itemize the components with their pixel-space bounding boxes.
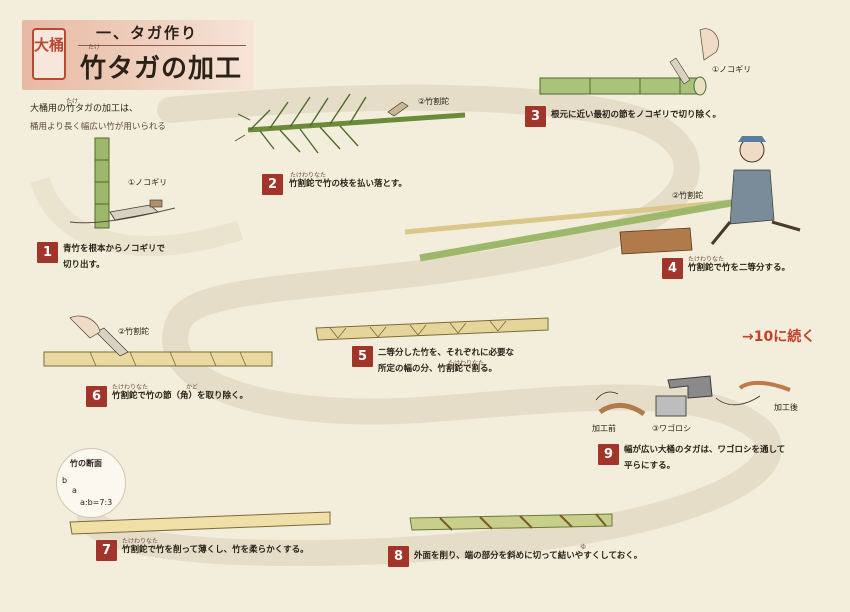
step7-number: 7 [96, 540, 117, 561]
step5-caption-line-2: 所定の幅の分、竹割鉈で割る。 [378, 364, 498, 374]
step6-ruby-2: かど [186, 384, 199, 391]
continue-link[interactable]: →10に続く [742, 329, 816, 345]
step9-caption-line-1: 幅が広い大桶のタガは、ワゴロシを通して [624, 445, 786, 455]
intro-text: 大桶用の竹タガの加工は、 桶用より長く幅広い竹が用いられる [30, 100, 166, 136]
step8-caption: 外面を削り、端の部分を斜めに切って結いやすくしておく。 [414, 551, 643, 561]
page-title: 竹タガの加工 [80, 54, 243, 84]
step7-ruby: たけわりなた [122, 538, 159, 545]
title-ruby: たけ [88, 44, 101, 51]
cross-section-title: 竹の断面 [70, 459, 102, 468]
step1-number: 1 [37, 242, 58, 263]
step4-number: 4 [662, 258, 683, 279]
step5-strip-drawing [315, 317, 549, 341]
step6-tool-label: ②竹割鉈 [118, 327, 150, 336]
intro-ruby: たけ [66, 98, 79, 105]
step2-bamboo-drawing [234, 93, 466, 154]
step6-caption: 竹割鉈で竹の節（角）を取り除く。 [112, 391, 249, 401]
intro-line-2: 桶用より長く幅広い竹が用いられる [30, 122, 166, 132]
title-rule [78, 45, 246, 46]
title-seal: 大桶 [32, 28, 66, 80]
step2-ruby: たけわりなた [290, 172, 327, 179]
step6-number: 6 [86, 386, 107, 407]
step9-number: 9 [598, 444, 619, 465]
step1-caption-line-2: 切り出す。 [63, 260, 105, 270]
step9-caption-line-2: 平らにする。 [624, 461, 676, 471]
step6-ruby: たけわりなた [112, 384, 149, 391]
step6-strip-drawing [43, 315, 273, 367]
step7-strip-drawing [69, 511, 331, 535]
step8-ruby: ゆ [580, 544, 587, 551]
step4-bamboo-drawing [404, 136, 801, 262]
step2-number: 2 [262, 174, 283, 195]
step1-tool-label: ①ノコギリ [128, 178, 168, 187]
step8-number: 8 [388, 546, 409, 567]
intro-line-1: 大桶用の竹タガの加工は、 [30, 104, 139, 114]
step3-tool-label: ①ノコギリ [712, 65, 752, 74]
step9-caption: 幅が広い大桶のタガは、ワゴロシを通して 平らにする。 [624, 442, 785, 474]
title-subtitle: 一、タガ作り [96, 24, 199, 42]
step4-caption: 竹割鉈で竹を二等分する。 [688, 263, 791, 273]
step2-caption: 竹割鉈で竹の枝を払い落とす。 [289, 179, 407, 189]
step9-before-label: 加工前 [592, 424, 616, 433]
step5-caption: 二等分した竹を、それぞれに必要な 所定の幅の分、竹割鉈で割る。 [378, 345, 514, 377]
step3-caption: 根元に近い最初の節をノコギリで切り除く。 [551, 110, 722, 120]
step9-tool-label: ③ワゴロシ [652, 424, 692, 433]
step2-tool-label: ②竹割鉈 [418, 97, 450, 106]
step3-bamboo-drawing [539, 28, 719, 96]
step7-caption: 竹割鉈で竹を削って薄くし、竹を柔らかくする。 [122, 545, 309, 555]
cross-section-ratio: a:b=7:3 [80, 498, 113, 507]
step4-ruby: たけわりなた [688, 256, 725, 263]
cross-section-a: a [72, 486, 77, 495]
cross-section-inset [56, 448, 126, 518]
step1-caption-line-1: 青竹を根本からノコギリで [63, 244, 166, 254]
step1-caption: 青竹を根本からノコギリで 切り出す。 [63, 241, 165, 273]
step5-ruby: たけわりなた [448, 360, 485, 367]
step5-caption-line-1: 二等分した竹を、それぞれに必要な [378, 348, 515, 358]
step5-number: 5 [352, 346, 373, 367]
cross-section-b: b [62, 476, 68, 485]
step1-bamboo-drawing [69, 137, 176, 229]
step3-number: 3 [525, 106, 546, 127]
step4-tool-label: ②竹割鉈 [672, 191, 704, 200]
step8-strip-drawing [409, 513, 613, 531]
step9-tool-drawing [595, 375, 791, 417]
step9-after-label: 加工後 [774, 403, 798, 412]
